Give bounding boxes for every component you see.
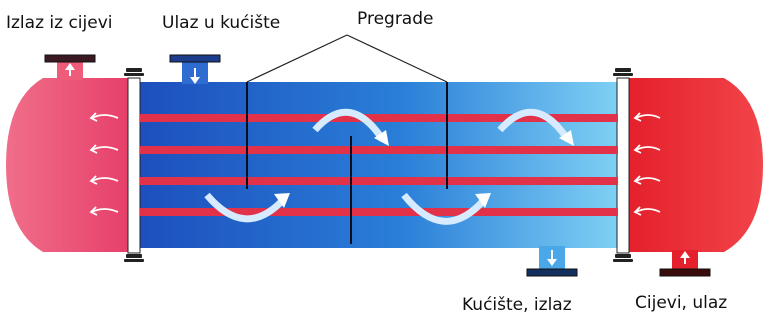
baffles [246, 82, 448, 244]
shell-flow-arrows [204, 108, 574, 225]
curved-arrow-icon [312, 108, 386, 142]
small-curved-arrow-icon [91, 177, 119, 182]
tube [140, 114, 618, 122]
tube [140, 177, 618, 185]
tube-outlet-nozzle [44, 54, 96, 80]
right-head-flow-arrows [633, 112, 661, 216]
shell-body [140, 82, 618, 248]
up-arrow-icon [65, 63, 75, 70]
flange-bolts [124, 68, 633, 262]
tube-outlet-head [6, 78, 128, 252]
curved-arrow-icon [401, 192, 487, 225]
tube [140, 208, 618, 216]
shell-outlet-nozzle [526, 246, 578, 277]
small-curved-arrow-icon [91, 114, 119, 119]
tube-inlet-nozzle [659, 250, 711, 277]
small-curved-arrow-icon [635, 114, 661, 119]
left-tube-sheet [127, 77, 141, 254]
tube-inlet-head [628, 78, 763, 252]
tube [140, 146, 618, 154]
curved-arrow-icon [204, 192, 286, 223]
tube-bundle [140, 114, 618, 216]
tube-inlet-label: Cijevi, ulaz [635, 293, 728, 313]
down-arrow-icon [547, 259, 557, 266]
baffle-pointer-lines [246, 34, 448, 83]
small-curved-arrow-icon [635, 177, 661, 182]
small-curved-arrow-icon [91, 146, 119, 151]
up-arrow-icon [680, 251, 690, 258]
shell-inlet-nozzle [169, 54, 221, 84]
tube-outlet-label: Izlaz iz cijevi [6, 13, 113, 33]
curved-arrow-icon [497, 108, 571, 142]
shell-inlet-label: Ulaz u kućište [162, 13, 281, 33]
baffles-label: Pregrade [357, 9, 434, 29]
down-arrow-icon [190, 77, 200, 84]
left-head-flow-arrows [89, 112, 119, 216]
small-curved-arrow-icon [91, 208, 119, 213]
small-curved-arrow-icon [635, 146, 661, 151]
right-tube-sheet [616, 77, 630, 254]
shell-outlet-label: Kućište, izlaz [462, 295, 572, 315]
small-curved-arrow-icon [635, 208, 661, 213]
